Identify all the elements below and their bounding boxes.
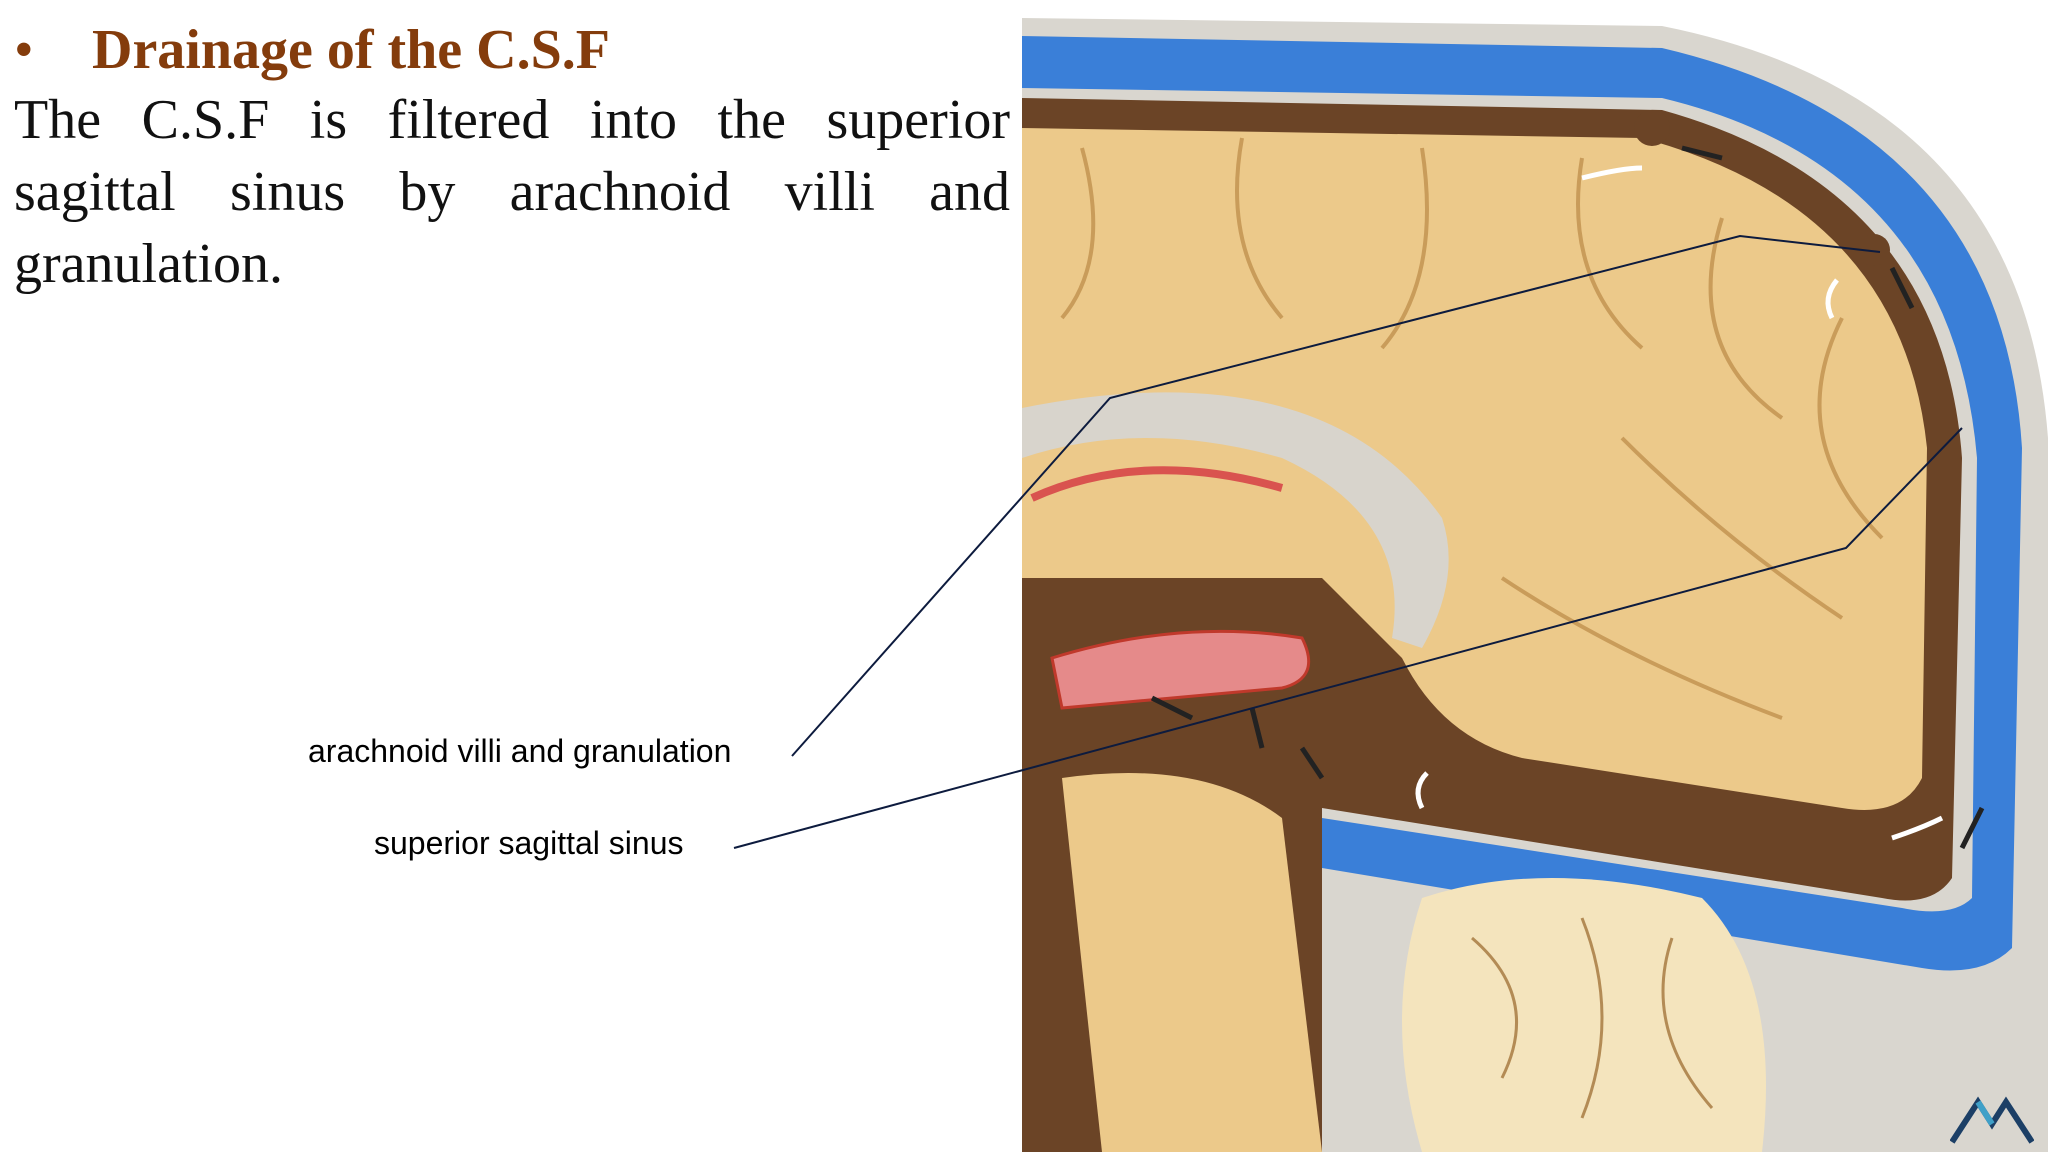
brain-csf-illustration — [1022, 18, 2048, 1152]
cerebrum — [1022, 128, 1927, 810]
corpus-callosum — [1022, 392, 1449, 648]
brainstem — [1062, 773, 1322, 1152]
heading-bullet: • — [14, 19, 34, 81]
gyri-lines — [1060, 137, 1884, 720]
cerebellum — [1402, 878, 1766, 1152]
mountain-logo-icon — [1950, 1096, 2034, 1144]
dark-flow-arrows — [1150, 145, 1985, 850]
body-paragraph: The C.S.F is filtered into the superior … — [14, 89, 1010, 295]
choroid-plexus — [1050, 629, 1311, 710]
granulation-1 — [1634, 110, 1670, 146]
granulation-2 — [1858, 234, 1890, 266]
heading-text: Drainage of the C.S.F — [92, 19, 610, 81]
white-flow-arrows — [1415, 165, 1944, 841]
label-superior-sagittal-sinus: superior sagittal sinus — [374, 825, 684, 861]
leader-line-sinus — [733, 427, 1963, 849]
leader-line-villi — [791, 234, 1881, 757]
label-arachnoid-villi: arachnoid villi and granulation — [308, 733, 732, 769]
slide-heading: • Drainage of the C.S.F — [14, 14, 610, 86]
